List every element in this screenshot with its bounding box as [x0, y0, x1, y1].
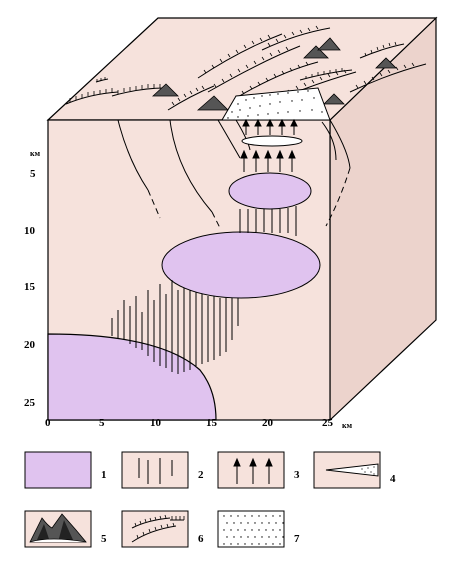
distance-tick-label: 20 [262, 417, 274, 429]
distance-axis-unit: км [342, 421, 353, 430]
legend-item-5: 5 [24, 510, 107, 548]
depth-tick-label: 25 [24, 397, 36, 409]
distance-axis: 0 5 10 15 20 25 км [45, 417, 353, 430]
legend-item-3: 3 [217, 451, 300, 489]
legend-item-7: 7 [217, 510, 300, 548]
surface-faults [65, 27, 427, 113]
upward-arrows-icon [217, 451, 285, 489]
depth-axis: км 5 10 15 20 25 [24, 149, 41, 409]
depth-tick-label: 5 [30, 168, 36, 180]
fault-scarp [261, 27, 331, 51]
legend-number: 1 [101, 469, 107, 481]
vertical-dikes-icon [121, 451, 189, 489]
fault-scarp [349, 63, 427, 93]
fault-scarp [65, 91, 119, 105]
legend-number: 3 [294, 469, 300, 481]
volcano-icon [303, 45, 329, 59]
depth-tick-label: 20 [24, 339, 36, 351]
fault-scarp [299, 69, 353, 81]
legend-item-2: 2 [121, 451, 204, 489]
magma-chambers [47, 172, 321, 421]
distance-tick-label: 10 [150, 417, 162, 429]
fault-scarp [359, 43, 405, 59]
volcano-icon [151, 83, 179, 97]
magma-chamber-deep [47, 333, 217, 421]
magma-chamber-shallow [228, 172, 312, 210]
upward-arrows [240, 118, 298, 172]
fault-scarp [235, 61, 319, 99]
legend-item-4: 4 [313, 451, 396, 489]
distance-tick-label: 25 [322, 417, 334, 429]
surface-deposit [221, 87, 331, 121]
legend-number: 2 [198, 469, 204, 481]
section-faults [117, 119, 351, 229]
volcano-icon [196, 95, 229, 111]
vertical-dikes [111, 206, 297, 374]
fault-scarp [111, 87, 166, 97]
legend-number: 7 [294, 533, 300, 545]
fault-scarp [207, 45, 301, 93]
distance-tick-label: 5 [99, 417, 105, 429]
volcano-icon [323, 93, 345, 105]
volcano-icon [375, 57, 397, 69]
magma-chamber-icon [24, 451, 92, 489]
depth-tick-label: 15 [24, 281, 36, 293]
fault-scarp [167, 85, 215, 111]
depth-tick-label: 10 [24, 225, 36, 237]
fault-scarp [197, 33, 283, 79]
legend-number: 6 [198, 533, 204, 545]
distance-tick-label: 0 [45, 417, 51, 429]
magma-chamber-middle [161, 231, 321, 299]
depth-axis-unit: км [30, 149, 41, 158]
volcano-icon [317, 37, 341, 51]
legend-number: 5 [101, 533, 107, 545]
fault-hachures [69, 25, 415, 109]
legend-number: 4 [390, 473, 396, 485]
legend-item-6: 6 [121, 510, 204, 548]
legend-item-1: 1 [24, 451, 107, 489]
distance-tick-label: 15 [206, 417, 218, 429]
legend: 1 2 3 [24, 451, 396, 548]
lens [241, 135, 303, 147]
dotted-deposit-icon [217, 510, 285, 548]
